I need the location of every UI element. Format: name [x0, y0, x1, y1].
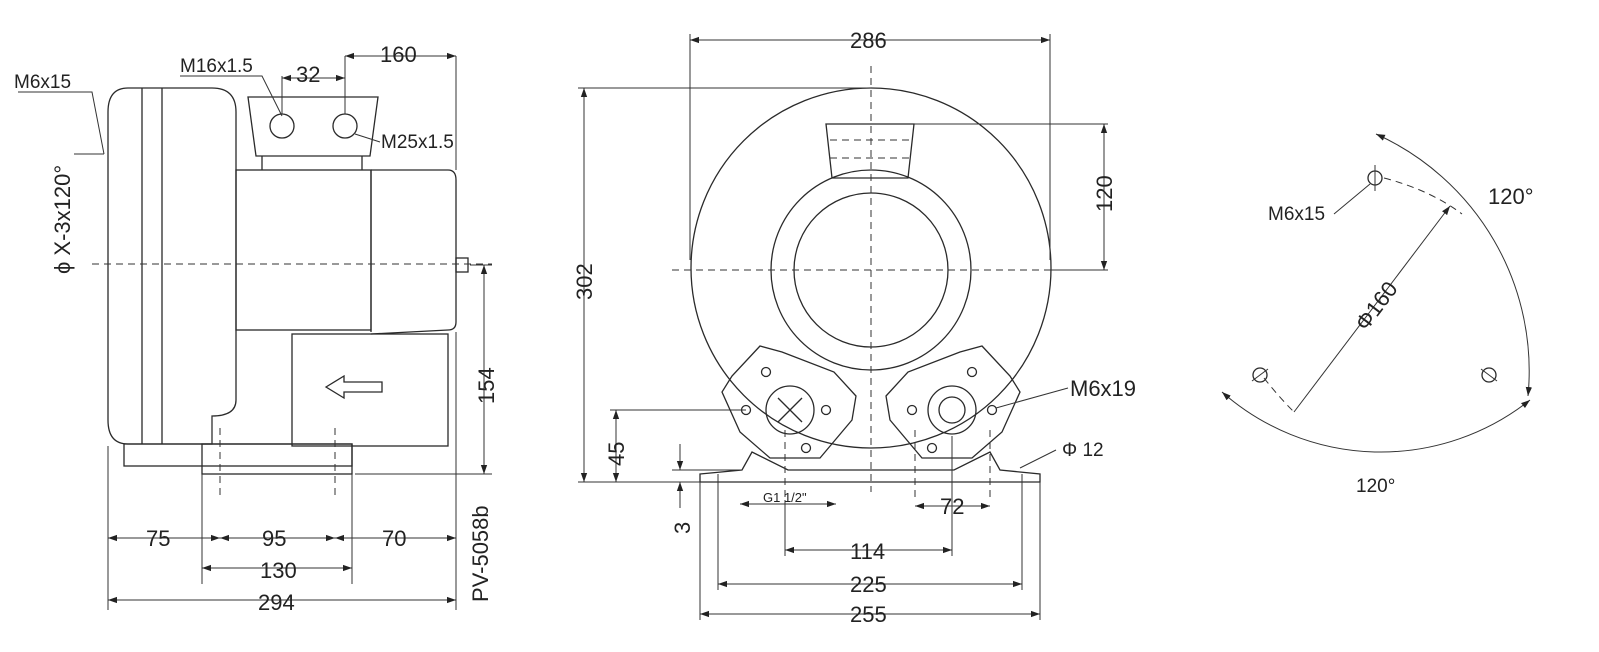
airflow-arrow-icon: [324, 374, 383, 400]
label-phi-x: ϕ X-3x120°: [50, 165, 75, 274]
label-phi160: Φ160: [1350, 277, 1403, 335]
label-phi12: Φ 12: [1062, 440, 1104, 461]
terminal-box: [247, 96, 379, 157]
arc-120-top: [1375, 133, 1532, 397]
label-45: 45: [604, 442, 629, 466]
side-housing: [107, 87, 237, 445]
phi160-line: [1293, 205, 1451, 413]
label-286: 286: [850, 28, 887, 53]
front-base-plate: [699, 451, 1041, 483]
label-m16: M16x1.5: [180, 56, 253, 77]
left-foot: [721, 345, 857, 459]
side-view: M6x15 M16x1.5 32 160 M25x1.5 ϕ X-3x120° …: [14, 42, 499, 615]
label-95: 95: [262, 526, 286, 551]
label-120-bottom: 120°: [1356, 476, 1395, 497]
label-114: 114: [850, 539, 885, 564]
label-g1: G1 1/2": [763, 490, 807, 505]
label-3: 3: [670, 522, 695, 534]
label-120-height: 120: [1092, 175, 1117, 212]
label-160: 160: [380, 42, 417, 67]
label-model: PV-5058b: [468, 505, 493, 602]
label-70: 70: [382, 526, 406, 551]
front-outlet: [825, 123, 915, 179]
arc-120-bottom: [1221, 391, 1531, 453]
label-294: 294: [258, 590, 295, 615]
label-154: 154: [474, 367, 499, 404]
label-m25: M25x1.5: [381, 132, 454, 153]
front-view: 286 302 120 M6x19 Φ 12 45 3 G1 1/2" 72 1…: [572, 28, 1136, 627]
label-72: 72: [940, 494, 964, 519]
label-m6x15-flange: M6x15: [1268, 204, 1325, 225]
label-255: 255: [850, 602, 887, 627]
label-130: 130: [260, 558, 297, 583]
label-75: 75: [146, 526, 170, 551]
label-m6x15-side: M6x15: [14, 72, 71, 93]
right-foot: [885, 345, 1021, 459]
side-base: [123, 443, 353, 467]
label-120-top: 120°: [1488, 184, 1534, 209]
flange-view: M6x15 120° Φ160 120°: [1221, 133, 1534, 497]
flange-hole-right: [1481, 367, 1497, 383]
label-302: 302: [572, 263, 597, 300]
label-225: 225: [850, 572, 887, 597]
flange-hole-left: [1252, 367, 1268, 383]
motor-body: [235, 169, 372, 331]
label-32: 32: [296, 62, 320, 87]
label-m6x19: M6x19: [1070, 376, 1136, 401]
lower-body: [291, 333, 449, 447]
